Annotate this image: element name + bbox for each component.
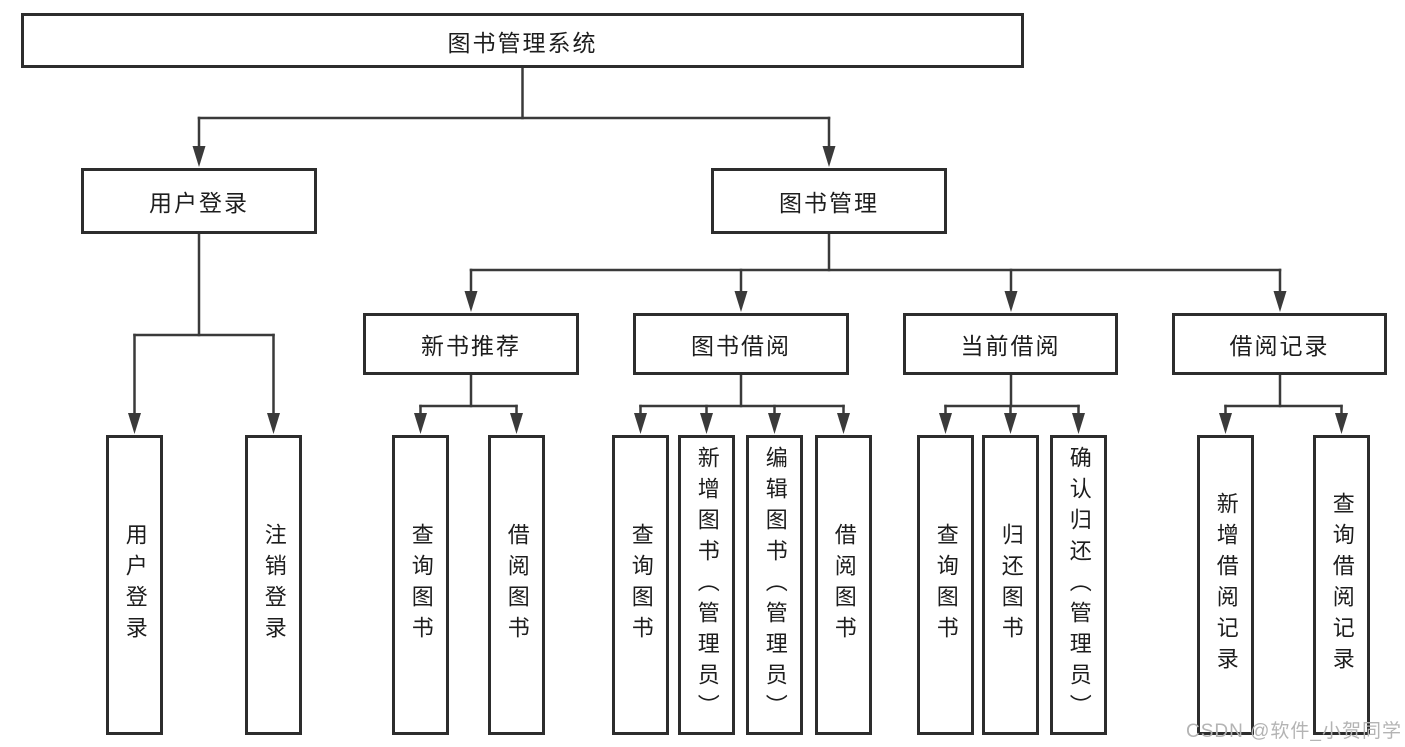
node-leaf-borrow-books-recommend: 借阅图书 <box>488 435 545 735</box>
node-label: 注销登录 <box>261 523 287 647</box>
node-label: 图书管理 <box>779 190 879 216</box>
connector-new-book-recommend <box>414 373 523 434</box>
node-label: 查询图书 <box>933 523 959 647</box>
node-label: 当前借阅 <box>960 333 1061 359</box>
node-leaf-confirm-return-admin: 确认归还（管理员） <box>1050 435 1107 735</box>
node-leaf-add-borrow-record: 新增借阅记录 <box>1197 435 1254 735</box>
node-label: 借阅图书 <box>504 523 530 647</box>
node-leaf-query-books-current: 查询图书 <box>917 435 974 735</box>
node-book-management: 图书管理 <box>711 168 947 234</box>
csdn-watermark: CSDN @软件_小贺同学 <box>1186 721 1402 742</box>
node-leaf-logout: 注销登录 <box>245 435 302 735</box>
node-label: 新书推荐 <box>421 333 521 359</box>
node-label: 图书管理系统 <box>447 29 598 56</box>
connector-root <box>192 66 836 167</box>
node-leaf-return-books: 归还图书 <box>982 435 1039 735</box>
connector-current-borrow <box>939 373 1085 434</box>
node-label: 借阅图书 <box>831 523 857 647</box>
node-label: 新增图书（管理员） <box>694 445 720 725</box>
node-leaf-query-books-recommend: 查询图书 <box>392 435 449 735</box>
node-label: 查询图书 <box>408 523 434 647</box>
connector-borrow-records <box>1219 373 1348 434</box>
connector-user-login <box>128 232 280 434</box>
node-leaf-user-login: 用户登录 <box>106 435 163 735</box>
node-label: 新增借阅记录 <box>1213 492 1239 678</box>
node-current-borrow: 当前借阅 <box>903 313 1118 375</box>
node-label: 用户登录 <box>122 523 148 647</box>
node-user-login: 用户登录 <box>81 168 317 234</box>
node-leaf-query-books-borrow: 查询图书 <box>612 435 669 735</box>
connector-book-management <box>464 232 1287 312</box>
node-borrow-records: 借阅记录 <box>1172 313 1387 375</box>
node-label: 编辑图书（管理员） <box>762 445 788 725</box>
node-leaf-query-borrow-record: 查询借阅记录 <box>1313 435 1370 735</box>
node-label: 查询图书 <box>628 523 654 647</box>
node-new-book-recommend: 新书推荐 <box>363 313 579 375</box>
node-library-management-system: 图书管理系统 <box>21 13 1024 68</box>
node-book-borrow: 图书借阅 <box>633 313 849 375</box>
connector-book-borrow <box>634 373 850 434</box>
node-label: 图书借阅 <box>691 333 791 359</box>
node-leaf-borrow-books: 借阅图书 <box>815 435 872 735</box>
node-label: 查询借阅记录 <box>1329 492 1355 678</box>
node-label: 借阅记录 <box>1229 333 1330 359</box>
node-label: 用户登录 <box>149 190 249 216</box>
node-label: 确认归还（管理员） <box>1066 445 1092 725</box>
node-label: 归还图书 <box>998 523 1024 647</box>
node-leaf-add-books-admin: 新增图书（管理员） <box>678 435 735 735</box>
node-leaf-edit-books-admin: 编辑图书（管理员） <box>746 435 803 735</box>
